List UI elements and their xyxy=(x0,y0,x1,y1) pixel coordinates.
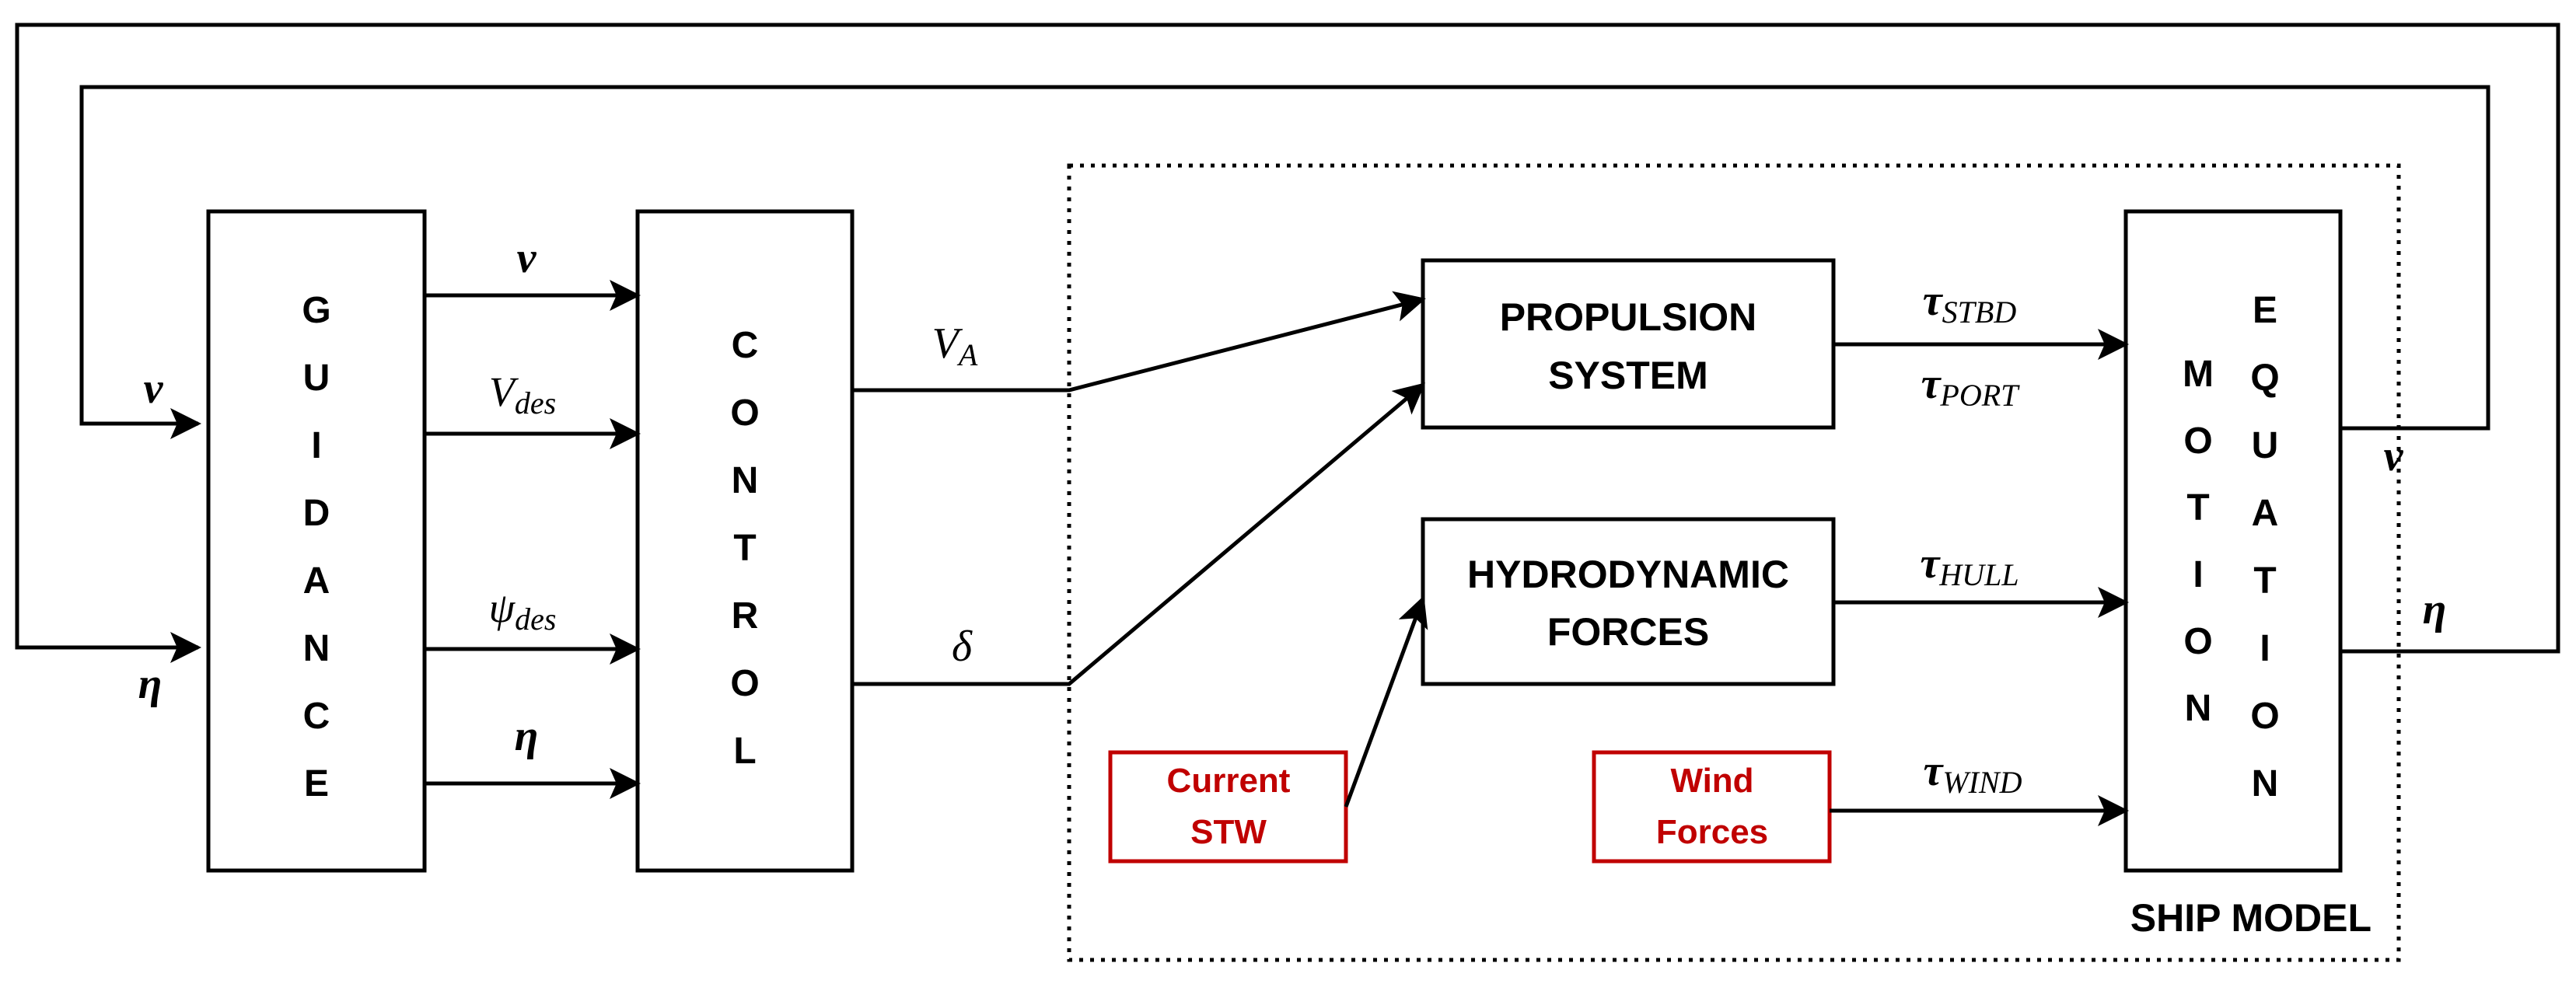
control-letter: T xyxy=(733,528,756,569)
equation-letter: I xyxy=(2260,628,2270,669)
control-letter: R xyxy=(732,595,759,637)
guidance-letter: U xyxy=(303,358,330,399)
guidance-letter: D xyxy=(303,493,330,534)
tau-hull-label: τHULL xyxy=(1920,539,2019,592)
control-letter: O xyxy=(730,663,759,704)
propulsion-label-line: PROPULSION xyxy=(1500,295,1757,339)
control-label: C O N T R O L xyxy=(730,325,759,772)
v-des-label: Vdes xyxy=(489,368,556,420)
equation-letter: E xyxy=(2253,290,2277,331)
control-letter: N xyxy=(732,460,759,501)
motion-letter: I xyxy=(2193,554,2203,595)
equation-letter: O xyxy=(2250,696,2279,737)
control-letter: C xyxy=(732,325,759,366)
guidance-letter: E xyxy=(304,763,329,804)
eta-label-motion-out: η xyxy=(2423,585,2447,633)
nu-label-motion-out: ν xyxy=(2384,432,2404,480)
hydrodynamic-forces-block xyxy=(1421,517,1836,686)
hydrodynamic-label-line: FORCES xyxy=(1547,610,1709,654)
guidance-letter: C xyxy=(303,696,330,737)
equation-label: E Q U A T I O N xyxy=(2250,290,2279,804)
delta-label: δ xyxy=(952,623,973,671)
control-letter: L xyxy=(733,731,756,772)
current-label-line: Current xyxy=(1167,762,1291,800)
nu-label-guidance-control: ν xyxy=(517,234,537,282)
motion-letter: N xyxy=(2185,688,2212,729)
eta-label-feedback-in: η xyxy=(138,660,163,708)
delta-line xyxy=(852,382,1426,686)
current-label-line: STW xyxy=(1190,813,1267,851)
tau-wind-label: τWIND xyxy=(1923,747,2022,800)
wind-label-line: Wind xyxy=(1670,762,1753,800)
hydrodynamic-label-line: HYDRODYNAMIC xyxy=(1467,553,1789,596)
motion-equation-block xyxy=(2123,209,2343,873)
wind-label-line: Forces xyxy=(1656,813,1768,851)
motion-label: M O T I O N xyxy=(2183,354,2214,729)
nu-label-feedback-in: ν xyxy=(144,365,164,413)
motion-letter: M xyxy=(2183,354,2214,395)
guidance-label: G U I D A N C E xyxy=(302,290,330,804)
current-stw-block xyxy=(1108,750,1348,864)
psi-des-label: ψdes xyxy=(489,584,557,637)
propulsion-system-block xyxy=(1421,258,1836,430)
wind-forces-block xyxy=(1592,750,1832,864)
guidance-block xyxy=(206,209,427,873)
equation-letter: N xyxy=(2252,763,2279,804)
tau-port-label: τPORT xyxy=(1921,360,2021,413)
control-letter: O xyxy=(730,393,759,434)
guidance-letter: G xyxy=(302,290,330,331)
v-a-label: VA xyxy=(932,319,978,372)
eta-label-guidance-control: η xyxy=(515,712,539,760)
equation-letter: A xyxy=(2252,493,2279,534)
motion-letter: T xyxy=(2186,487,2209,529)
guidance-letter: N xyxy=(303,628,330,669)
equation-letter: Q xyxy=(2250,358,2279,399)
guidance-letter: I xyxy=(311,425,321,466)
ship-model-label: SHIP MODEL xyxy=(2130,896,2372,940)
tau-stbd-label: τSTBD xyxy=(1923,277,2017,330)
eta-feedback-line xyxy=(15,23,2560,663)
guidance-letter: A xyxy=(303,560,330,602)
nu-feedback-line xyxy=(79,85,2490,439)
motion-letter: O xyxy=(2183,621,2212,662)
control-block xyxy=(635,209,855,873)
equation-letter: T xyxy=(2253,560,2276,602)
current-to-hydro-arrow xyxy=(1344,595,1428,808)
equation-letter: U xyxy=(2252,425,2279,466)
propulsion-label-line: SYSTEM xyxy=(1548,354,1708,397)
ship-model-region xyxy=(1067,163,2401,962)
motion-letter: O xyxy=(2183,420,2212,462)
v-a-line xyxy=(852,291,1426,393)
